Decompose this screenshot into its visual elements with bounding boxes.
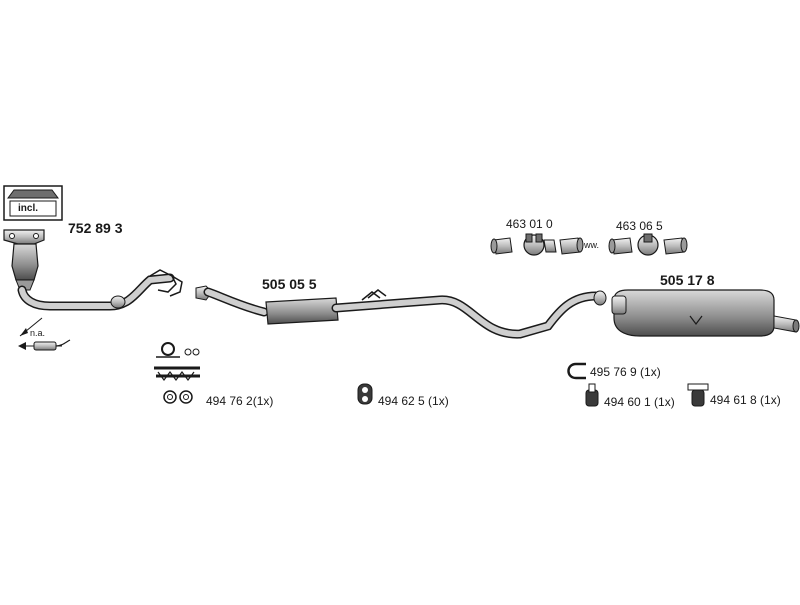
catalyst-front-pipe	[3, 229, 183, 311]
not-available-label: n.a.	[30, 328, 46, 338]
included-kit-box	[3, 185, 63, 221]
part-label-clamp-right: 463 06 5	[616, 219, 663, 233]
mounting-kit	[154, 342, 200, 404]
part-label-clamp-left: 463 01 0	[506, 217, 553, 231]
connector-label: ww.	[584, 240, 600, 250]
part-label-clip: 495 76 9 (1x)	[590, 365, 661, 379]
part-label-mount-kit: 494 76 2(1x)	[206, 394, 274, 408]
lambda-sensor	[33, 339, 71, 351]
middle-silencer-pipe	[195, 285, 601, 339]
part-label-rubber-ring: 494 62 5 (1x)	[378, 394, 449, 408]
part-label-middle-silencer: 505 05 5	[262, 276, 317, 292]
rubber-ring	[357, 383, 373, 405]
part-label-hanger-b: 494 61 8 (1x)	[710, 393, 781, 407]
hanger-b	[687, 383, 709, 407]
hanger-a	[585, 383, 599, 407]
included-label: incl.	[18, 203, 39, 214]
clamp-set-left	[490, 233, 584, 256]
exhaust-clip	[567, 362, 586, 380]
part-label-catalyst: 752 89 3	[68, 220, 123, 236]
part-label-rear-silencer: 505 17 8	[660, 272, 715, 288]
rear-silencer	[593, 289, 800, 337]
clamp-set-right	[608, 233, 688, 256]
part-label-hanger-a: 494 60 1 (1x)	[604, 395, 675, 409]
